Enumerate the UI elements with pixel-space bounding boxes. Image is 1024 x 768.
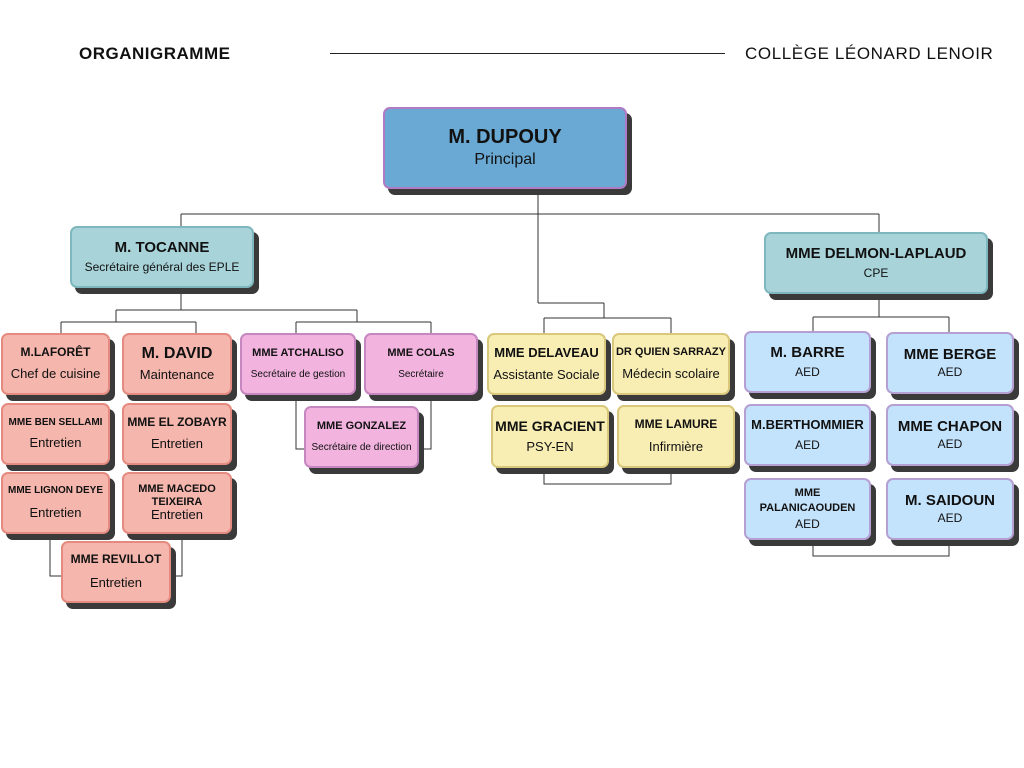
node-cpe: MME DELMON-LAPLAUD CPE: [764, 232, 988, 294]
school-name: COLLÈGE LÉONARD LENOIR: [745, 44, 994, 63]
node-name: M.LAFORÊT: [20, 345, 91, 360]
node-name: MME PALANICAOUDEN: [759, 487, 856, 514]
node-role: Entretien: [29, 435, 82, 451]
node-name: M. DUPOUY: [448, 126, 562, 149]
node-aed: MME BERGE AED: [886, 332, 1014, 394]
node-entretien: MME LIGNON DEYE Entretien: [1, 472, 110, 534]
node-role: Assistante Sociale: [493, 366, 600, 382]
node-principal: M. DUPOUY Principal: [383, 107, 627, 189]
node-aed: MME PALANICAOUDEN AED: [744, 478, 871, 540]
node-name: MME BERGE: [903, 346, 997, 364]
node-role: Entretien: [150, 435, 204, 451]
node-maintenance: M. DAVID Maintenance: [122, 333, 232, 395]
node-name: MME GRACIENT: [495, 417, 605, 434]
node-name: M. SAIDOUN: [905, 491, 995, 509]
node-medecin-scolaire: DR QUIEN SARRAZY Médecin scolaire: [612, 333, 730, 395]
node-role: Chef de cuisine: [10, 365, 101, 381]
node-name: MME DELMON-LAPLAUD: [785, 244, 967, 262]
node-role: Entretien: [29, 504, 82, 520]
node-name: MME BEN SELLAMI: [8, 416, 103, 428]
node-name: M. DAVID: [141, 344, 213, 362]
node-name: MME MACEDO TEIXEIRA: [138, 482, 216, 508]
node-secretaire-direction: MME GONZALEZ Secrétaire de direction: [304, 406, 419, 468]
node-role: Maintenance: [139, 367, 215, 383]
node-name: MME EL ZOBAYR: [127, 415, 227, 430]
node-entretien: MME BEN SELLAMI Entretien: [1, 403, 110, 465]
node-role: Secrétaire de gestion: [250, 369, 346, 381]
node-role: Secrétaire de direction: [311, 442, 412, 454]
node-name: MME REVILLOT: [70, 552, 162, 567]
node-assistante-sociale: MME DELAVEAU Assistante Sociale: [487, 333, 606, 395]
node-role: Médecin scolaire: [622, 365, 720, 381]
node-aed: MME CHAPON AED: [886, 404, 1014, 466]
node-name: MME CHAPON: [897, 417, 1003, 435]
node-entretien: MME EL ZOBAYR Entretien: [122, 403, 232, 465]
node-name: MME ATCHALISO: [252, 347, 344, 360]
node-name: MME LIGNON DEYE: [7, 485, 103, 497]
node-aed: M.BERTHOMMIER AED: [744, 404, 871, 466]
node-secretaire-gestion: MME ATCHALISO Secrétaire de gestion: [240, 333, 356, 395]
node-entretien: MME REVILLOT Entretien: [61, 541, 171, 603]
node-role: Infirmière: [648, 438, 704, 454]
node-secretaire: MME COLAS Secrétaire: [364, 333, 478, 395]
node-name: M. BARRE: [770, 344, 845, 362]
node-role: Principal: [474, 151, 536, 169]
node-aed: M. BARRE AED: [744, 331, 871, 393]
node-role: AED: [795, 516, 820, 531]
node-role: Entretien: [89, 574, 143, 590]
node-chef-cuisine: M.LAFORÊT Chef de cuisine: [1, 333, 110, 395]
node-name: MME GONZALEZ: [316, 420, 407, 433]
node-name: MME COLAS: [387, 347, 455, 360]
node-role: AED: [795, 364, 820, 379]
node-name: M.BERTHOMMIER: [751, 416, 864, 432]
node-role: AED: [937, 437, 963, 452]
node-name: MME DELAVEAU: [494, 344, 599, 360]
header-divider: [330, 53, 725, 54]
node-role: Secrétaire: [398, 369, 444, 381]
node-role: CPE: [863, 266, 889, 281]
node-psy-en: MME GRACIENT PSY-EN: [491, 405, 609, 468]
node-role: AED: [937, 364, 963, 379]
node-infirmiere: MME LAMURE Infirmière: [617, 405, 735, 468]
page-title: ORGANIGRAMME: [79, 44, 231, 63]
node-role: AED: [937, 511, 963, 526]
node-role: Entretien: [150, 507, 204, 523]
node-role: AED: [795, 437, 820, 452]
node-secretaire-general: M. TOCANNE Secrétaire général des EPLE: [70, 226, 254, 288]
node-role: Secrétaire général des EPLE: [84, 260, 240, 275]
node-aed: M. SAIDOUN AED: [886, 478, 1014, 540]
node-entretien: MME MACEDO TEIXEIRA Entretien: [122, 472, 232, 534]
node-name: MME LAMURE: [634, 417, 718, 432]
node-role: PSY-EN: [526, 439, 574, 455]
node-name: DR QUIEN SARRAZY: [615, 346, 726, 359]
node-name: M. TOCANNE: [114, 238, 210, 256]
